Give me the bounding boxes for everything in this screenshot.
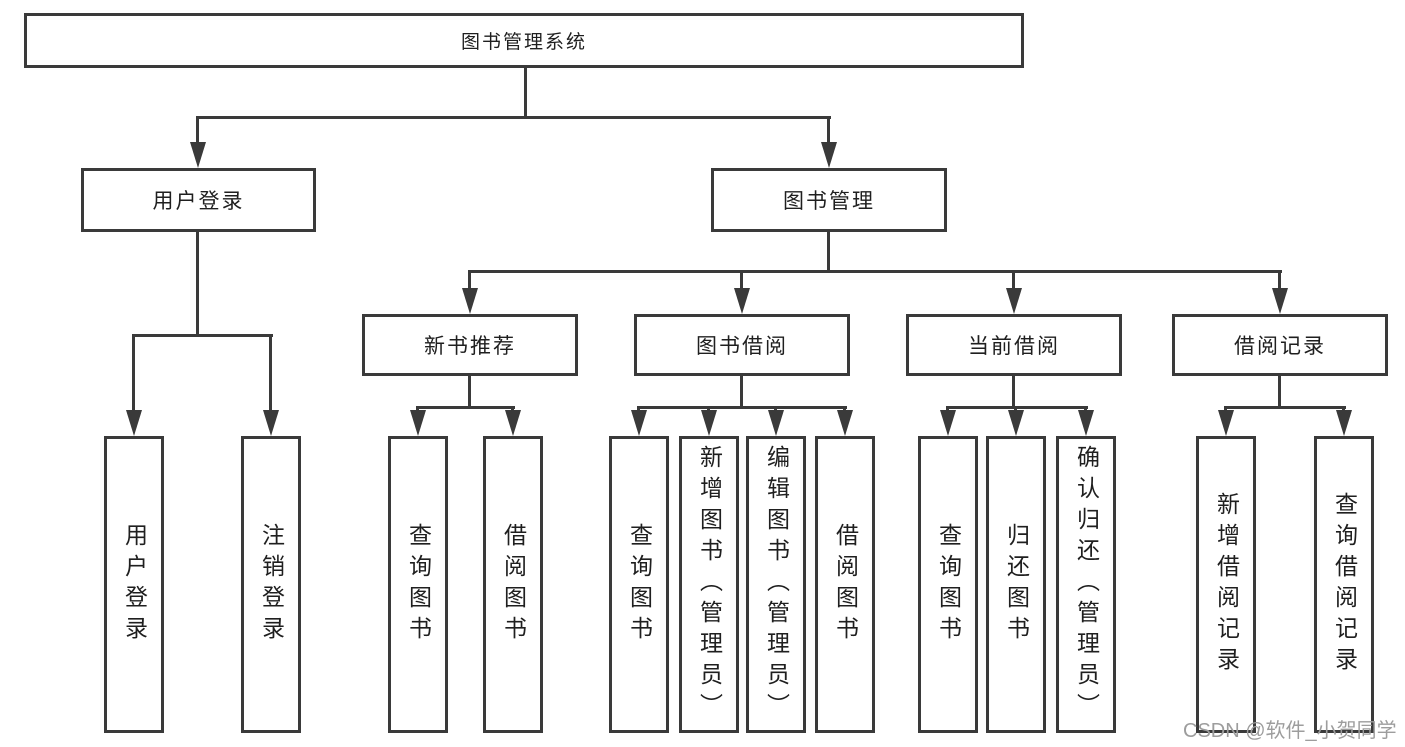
arrow-down-icon bbox=[768, 410, 784, 436]
node-user-login: 用户登录 bbox=[81, 168, 316, 232]
arrow-down-icon bbox=[126, 410, 142, 436]
csdn-watermark: CSDN @软件_小贺同学 bbox=[1183, 720, 1397, 742]
leaf-logout: 注销登录 bbox=[241, 436, 301, 733]
node-book-mgmt-label: 图书管理 bbox=[783, 190, 875, 213]
node-new-books-label: 新书推荐 bbox=[424, 335, 516, 358]
connector-level2-horizontal bbox=[196, 116, 831, 119]
arrow-down-icon bbox=[631, 410, 647, 436]
arrow-down-icon bbox=[821, 142, 837, 168]
connector-new-books-horizontal bbox=[416, 406, 515, 409]
leaf-confirm-return-admin: 确认归还（管理员） bbox=[1056, 436, 1116, 733]
arrow-down-icon bbox=[190, 142, 206, 168]
leaf-add-borrow-record: 新增借阅记录 bbox=[1196, 436, 1256, 733]
leaf-label: 新增图书（管理员） bbox=[696, 445, 723, 724]
connector-level3-drop bbox=[740, 270, 743, 292]
connector-level3-horizontal bbox=[468, 270, 1282, 273]
arrow-down-icon bbox=[1336, 410, 1352, 436]
connector-user-login-horizontal bbox=[132, 334, 273, 337]
arrow-down-icon bbox=[1272, 288, 1288, 314]
node-new-books: 新书推荐 bbox=[362, 314, 578, 376]
arrow-down-icon bbox=[1078, 410, 1094, 436]
arrow-down-icon bbox=[505, 410, 521, 436]
connector-current-borrow-horizontal bbox=[946, 406, 1088, 409]
leaf-query-borrow-record: 查询借阅记录 bbox=[1314, 436, 1374, 733]
leaf-label: 借阅图书 bbox=[500, 522, 527, 647]
connector-book-borrow-horizontal bbox=[637, 406, 847, 409]
leaf-label: 用户登录 bbox=[121, 522, 148, 647]
leaf-label: 注销登录 bbox=[258, 522, 285, 647]
node-root: 图书管理系统 bbox=[24, 13, 1024, 68]
leaf-query-books: 查询图书 bbox=[918, 436, 978, 733]
leaf-label: 查询图书 bbox=[405, 522, 432, 647]
connector-book-mgmt-drop bbox=[827, 116, 830, 148]
connector-user-login-drop bbox=[196, 116, 199, 148]
connector-current-borrow-stem bbox=[1012, 376, 1015, 409]
arrow-down-icon bbox=[734, 288, 750, 314]
leaf-label: 归还图书 bbox=[1003, 522, 1030, 647]
node-root-label: 图书管理系统 bbox=[460, 32, 587, 53]
arrow-down-icon bbox=[837, 410, 853, 436]
connector-book-mgmt-stem bbox=[827, 232, 830, 273]
leaf-add-books-admin: 新增图书（管理员） bbox=[679, 436, 739, 733]
arrow-down-icon bbox=[263, 410, 279, 436]
connector-level3-drop bbox=[468, 270, 471, 292]
leaf-return-books: 归还图书 bbox=[986, 436, 1046, 733]
connector-user-login-stem bbox=[196, 232, 199, 336]
connector-borrow-records-stem bbox=[1278, 376, 1281, 409]
leaf-label: 新增借阅记录 bbox=[1213, 491, 1240, 678]
arrow-down-icon bbox=[410, 410, 426, 436]
leaf-query-books: 查询图书 bbox=[609, 436, 669, 733]
connector-book-borrow-stem bbox=[740, 376, 743, 409]
arrow-down-icon bbox=[701, 410, 717, 436]
connector-leaf-drop bbox=[269, 334, 272, 412]
node-book-borrow-label: 图书借阅 bbox=[696, 335, 788, 358]
leaf-label: 借阅图书 bbox=[832, 522, 859, 647]
arrow-down-icon bbox=[1218, 410, 1234, 436]
node-borrow-records: 借阅记录 bbox=[1172, 314, 1388, 376]
connector-leaf-drop bbox=[132, 334, 135, 412]
leaf-borrow-books: 借阅图书 bbox=[483, 436, 543, 733]
arrow-down-icon bbox=[1006, 288, 1022, 314]
leaf-edit-books-admin: 编辑图书（管理员） bbox=[746, 436, 806, 733]
leaf-query-books: 查询图书 bbox=[388, 436, 448, 733]
connector-level3-drop bbox=[1278, 270, 1281, 292]
connector-level3-drop bbox=[1012, 270, 1015, 292]
leaf-label: 查询借阅记录 bbox=[1331, 491, 1358, 678]
connector-borrow-records-horizontal bbox=[1224, 406, 1346, 409]
node-book-mgmt: 图书管理 bbox=[711, 168, 947, 232]
arrow-down-icon bbox=[940, 410, 956, 436]
node-user-login-label: 用户登录 bbox=[152, 190, 245, 213]
connector-new-books-stem bbox=[468, 376, 471, 409]
leaf-label: 查询图书 bbox=[935, 522, 962, 647]
leaf-label: 查询图书 bbox=[626, 522, 653, 647]
node-book-borrow: 图书借阅 bbox=[634, 314, 850, 376]
leaf-user-login: 用户登录 bbox=[104, 436, 164, 733]
leaf-borrow-books: 借阅图书 bbox=[815, 436, 875, 733]
leaf-label: 编辑图书（管理员） bbox=[763, 445, 790, 724]
arrow-down-icon bbox=[462, 288, 478, 314]
connector-root-stem bbox=[524, 68, 527, 119]
node-current-borrow: 当前借阅 bbox=[906, 314, 1122, 376]
node-current-borrow-label: 当前借阅 bbox=[968, 335, 1060, 358]
arrow-down-icon bbox=[1008, 410, 1024, 436]
node-borrow-records-label: 借阅记录 bbox=[1234, 335, 1326, 358]
leaf-label: 确认归还（管理员） bbox=[1073, 445, 1100, 724]
